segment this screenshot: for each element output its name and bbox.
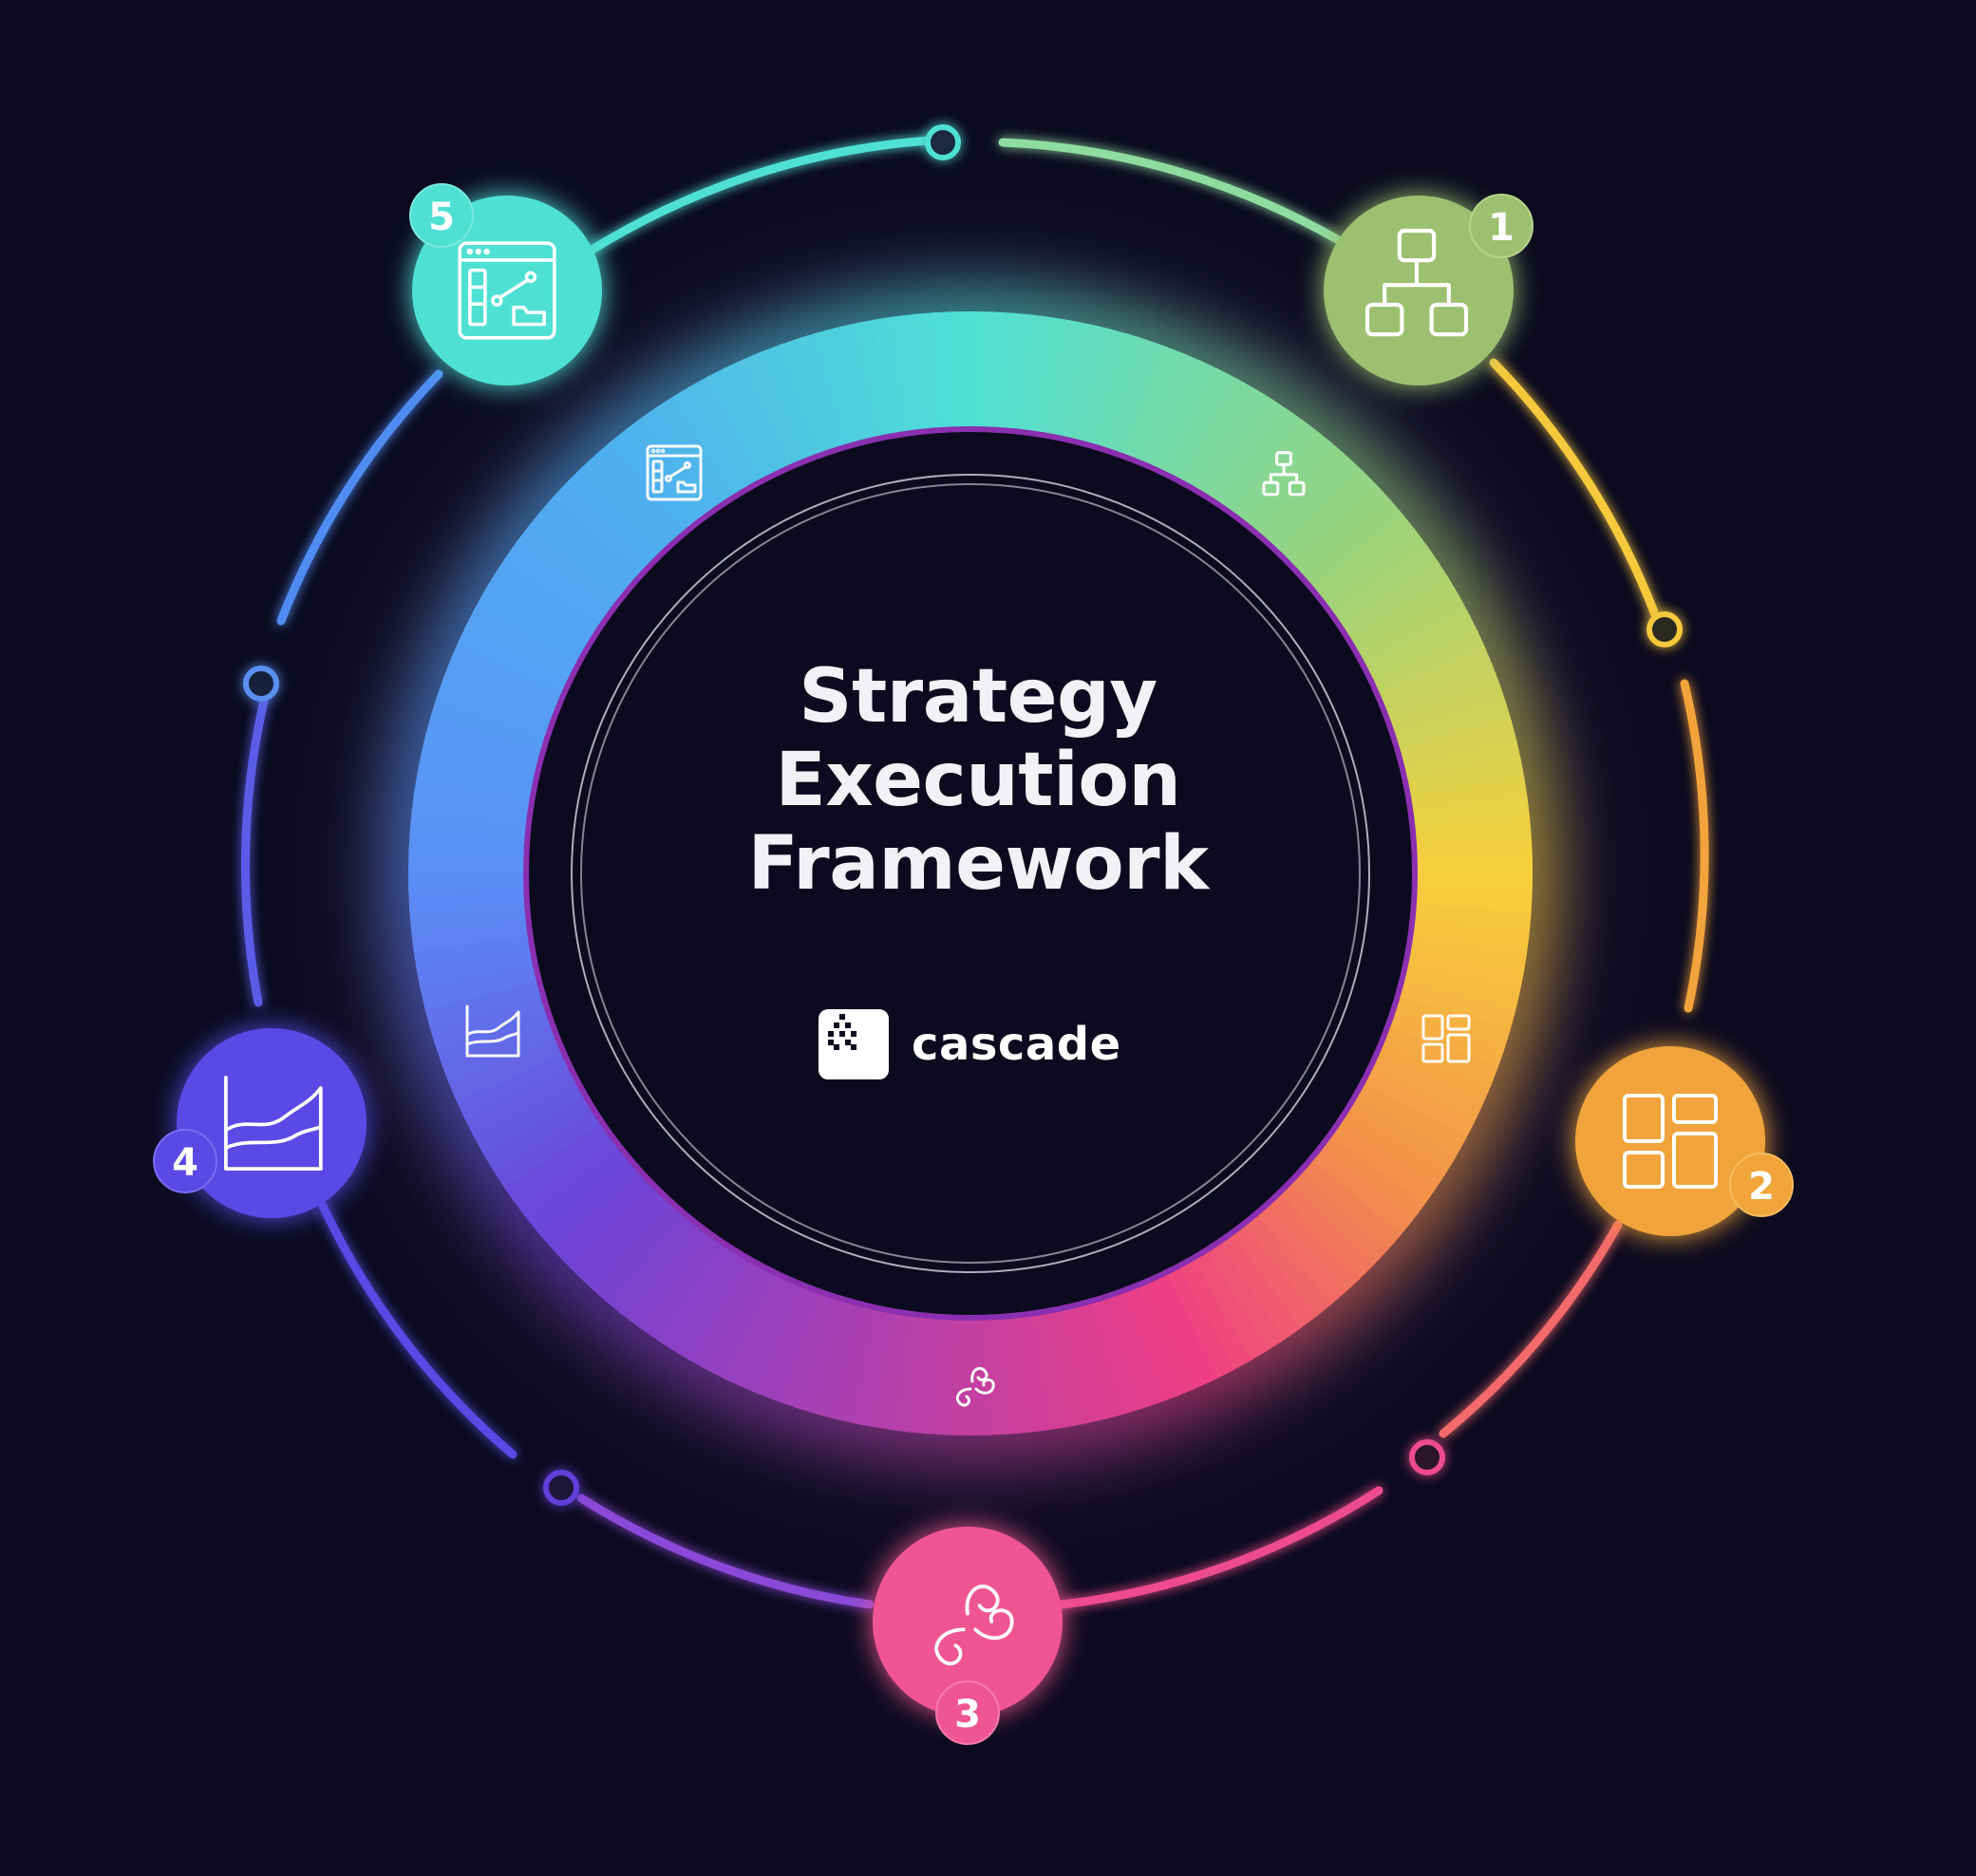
orbit-arc-orange [1680,679,1709,1013]
orbit-node-lower-right [1409,1439,1445,1475]
area-chart-icon [465,1004,520,1058]
step-1[interactable]: 1 [1324,194,1534,385]
hierarchy-icon [1262,451,1306,497]
workflow-window-icon [458,241,556,340]
diagram-title: Strategy Execution Framework [608,655,1348,906]
orbit-nodes [243,124,1683,1506]
hierarchy-icon [1364,228,1469,337]
step-4[interactable]: 4 [153,1028,367,1218]
orbit-arc-teal [586,136,935,255]
orbit-node-top [925,124,961,160]
gradient-ring [408,311,1533,1435]
layout-grid-icon [1421,1014,1471,1063]
title-line-2: Execution [775,738,1181,823]
step-3-circle [873,1527,1063,1717]
step-2-badge [1729,1153,1794,1217]
orbit-node-left [243,666,279,702]
triskelion-icon [934,1585,1014,1665]
area-chart-icon [224,1076,323,1171]
inner-ring-line-inner [580,483,1361,1264]
title-line-1: Strategy [799,654,1157,740]
step-1-badge [1469,194,1534,258]
step-2-circle [1575,1046,1765,1236]
orbit-arc-purple [576,1493,875,1609]
orbit-arc-green [998,138,1342,244]
title-line-3: Framework [747,821,1209,907]
step-2[interactable]: 2 [1575,1046,1794,1236]
ring-icons [465,444,1471,1407]
orbit-arc-blue-upper [276,369,443,626]
cascade-logo-mark [828,1014,856,1050]
triskelion-icon [955,1366,995,1407]
brand-name: cascade [912,1018,1121,1071]
step-3-badge [935,1680,1000,1745]
step-5[interactable]: 5 [409,183,602,385]
orbit-arc-coral [1439,1220,1623,1438]
inner-ring-line-outer [571,474,1370,1273]
step-5-badge [409,183,474,248]
step-4-number: 4 [172,1141,198,1185]
step-5-number: 5 [428,196,455,239]
orbit-node-right [1647,611,1683,647]
workflow-window-icon [646,444,703,501]
outer-orbit [240,136,1709,1609]
step-1-number: 1 [1488,206,1515,250]
step-4-badge [153,1129,217,1193]
orbit-node-lower-left [543,1470,579,1506]
center-disc [523,426,1418,1321]
orbit-arc-blue-lower [240,696,269,1007]
orbit-arc-yellow [1489,358,1661,622]
step-3[interactable]: 3 [873,1527,1063,1745]
layout-grid-icon [1623,1094,1718,1189]
step-1-circle [1324,196,1514,385]
orbit-arc-indigo [318,1201,518,1459]
step-3-number: 3 [954,1693,981,1736]
step-5-circle [412,196,602,385]
cascade-logo-icon [819,1009,889,1079]
orbit-arc-pink [1057,1486,1383,1609]
brand-lockup: cascade [819,1008,1121,1080]
step-circles: 1 2 3 [153,183,1794,1745]
step-2-number: 2 [1748,1165,1775,1209]
